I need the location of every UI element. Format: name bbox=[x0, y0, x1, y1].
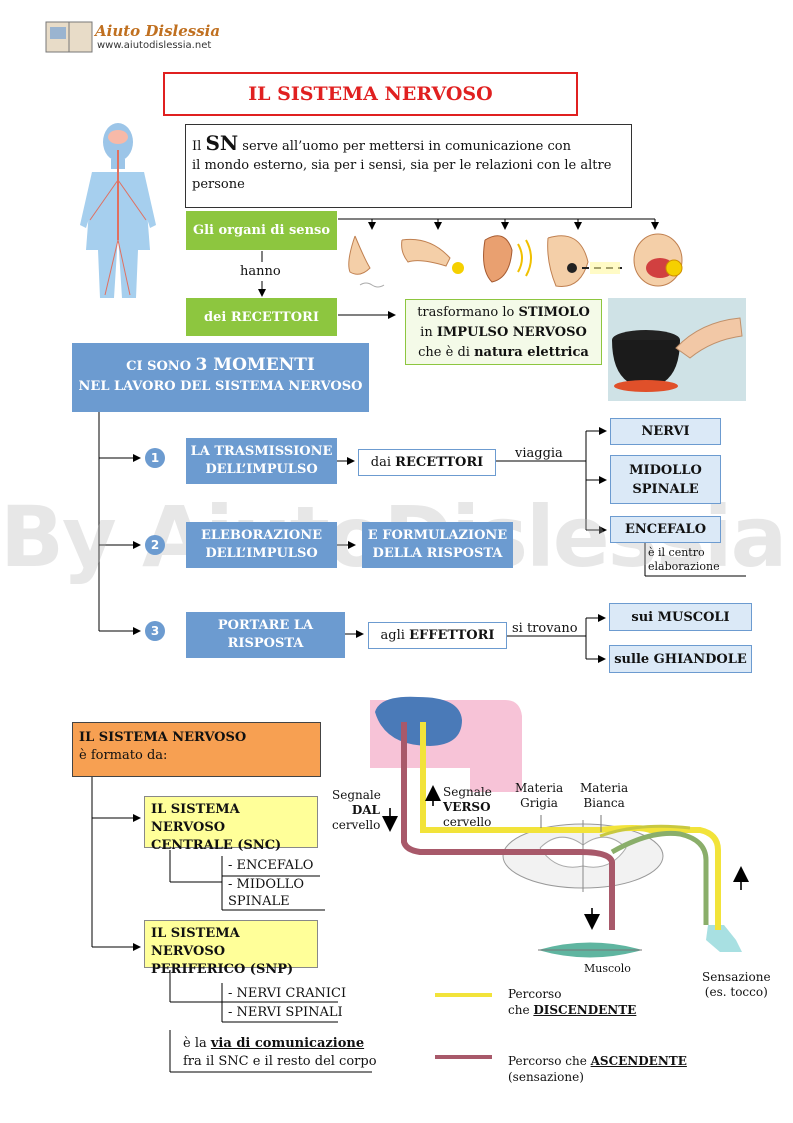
organi-senso-box: Gli organi di senso bbox=[186, 211, 337, 250]
intro-box: Il SN serve all’uomo per mettersi in com… bbox=[185, 124, 632, 208]
snp-item-spinali: - NERVI SPINALI bbox=[228, 1005, 343, 1020]
logo-book-icon bbox=[45, 21, 93, 53]
nose-icon bbox=[348, 235, 385, 288]
sensazione-label: Sensazione(es. tocco) bbox=[702, 970, 771, 999]
muscoli-box: sui MUSCOLI bbox=[609, 603, 752, 631]
agli-effettori-box: agli EFFETTORI bbox=[368, 622, 507, 649]
eye-icon bbox=[547, 235, 622, 287]
ear-icon bbox=[483, 235, 532, 283]
ghiandole-box: sulle GHIANDOLE bbox=[609, 645, 752, 673]
tongue-icon bbox=[633, 233, 683, 287]
hot-pot-illustration bbox=[608, 298, 746, 401]
legend-ascendente: Percorso che ASCENDENTE(sensazione) bbox=[508, 1054, 687, 1084]
si-trovano-label: si trovano bbox=[512, 621, 578, 636]
dai-recettori-box: dai RECETTORI bbox=[358, 449, 496, 476]
stimolo-box: trasformano lo STIMOLO in IMPULSO NERVOS… bbox=[405, 299, 602, 365]
page-title: IL SISTEMA NERVOSO bbox=[163, 72, 578, 116]
snc-item-encefalo: - ENCEFALO bbox=[228, 858, 314, 873]
viaggia-label: viaggia bbox=[515, 446, 563, 461]
muscolo-label: Muscolo bbox=[584, 962, 631, 975]
via-comunicazione-text: è la via di comunicazione fra il SNC e i… bbox=[183, 1036, 377, 1069]
step-2-badge: 2 bbox=[145, 535, 165, 555]
step-3-badge: 3 bbox=[145, 621, 165, 641]
nervi-box: NERVI bbox=[610, 418, 721, 445]
touch-hand-icon bbox=[401, 238, 464, 274]
encefalo-box: ENCEFALO bbox=[610, 516, 721, 543]
hanno-label: hanno bbox=[240, 264, 281, 279]
human-figure-illustration bbox=[80, 123, 156, 298]
recettori-box: dei RECETTORI bbox=[186, 298, 337, 336]
spinal-cord-diagram bbox=[370, 696, 749, 958]
snp-item-cranici: - NERVI CRANICI bbox=[228, 986, 347, 1001]
step-1-badge: 1 bbox=[145, 448, 165, 468]
momenti-box: CI SONO 3 MOMENTI NEL LAVORO DEL SISTEMA… bbox=[72, 343, 369, 412]
logo-url: www.aiutodislessia.net bbox=[97, 40, 212, 51]
logo-title: Aiuto Dislessia bbox=[95, 22, 221, 40]
